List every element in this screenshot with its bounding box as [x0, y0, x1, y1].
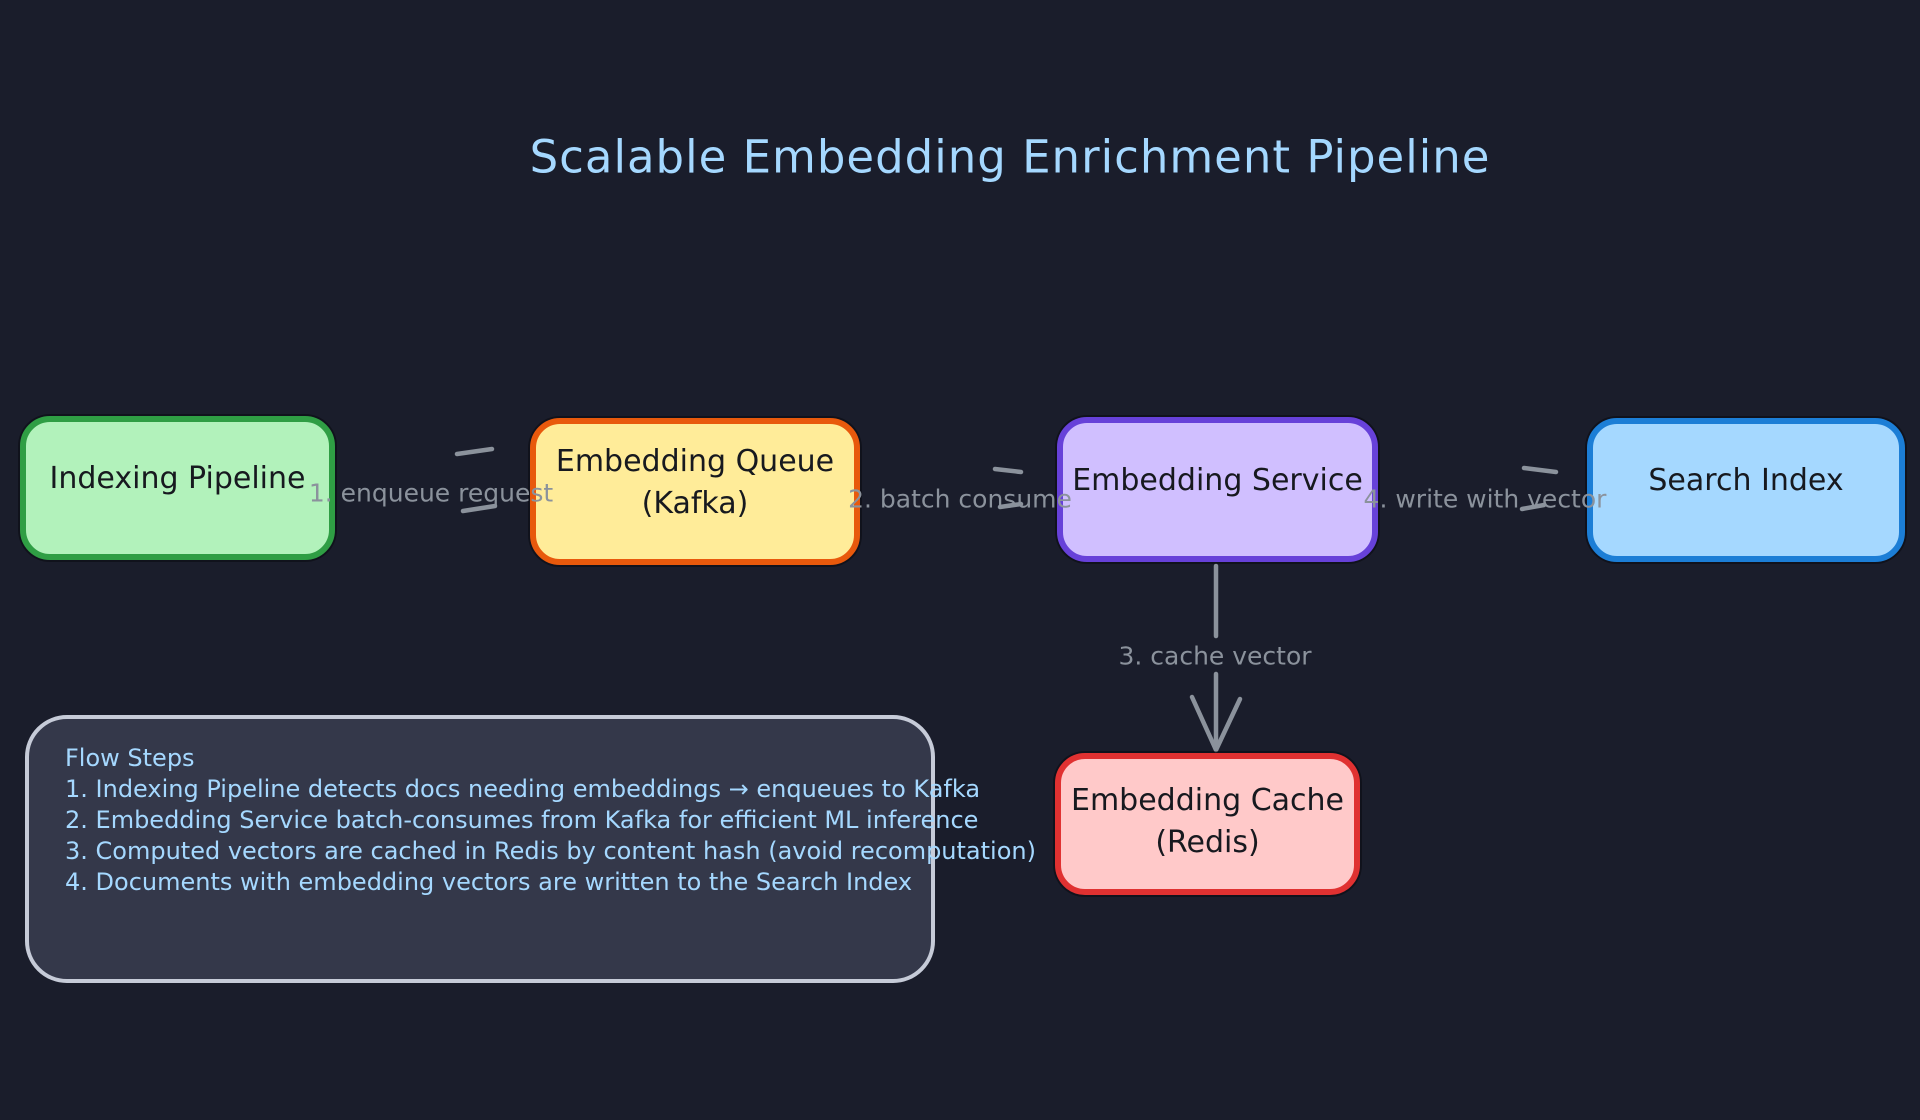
- flow-steps-heading: Flow Steps: [65, 744, 195, 772]
- node-indexing-pipeline: Indexing Pipeline: [20, 416, 335, 560]
- node-embedding-service: Embedding Service: [1057, 417, 1378, 562]
- node-sublabel: (Redis): [1155, 825, 1260, 860]
- flow-step-item: 4. Documents with embedding vectors are …: [65, 868, 913, 896]
- flow-step-item: 2. Embedding Service batch-consumes from…: [65, 806, 979, 834]
- flow-step-item: 1. Indexing Pipeline detects docs needin…: [65, 775, 981, 803]
- node-label: Embedding Queue: [555, 443, 835, 479]
- flow-step-item: 3. Computed vectors are cached in Redis …: [65, 837, 1036, 865]
- edge-label-write-with-vector: 4. write with vector: [1363, 484, 1607, 514]
- arrow-batch-consume: [992, 466, 1024, 510]
- node-label: Embedding Service: [1072, 462, 1363, 498]
- edge-label-enqueue-request: 1. enqueue request: [308, 478, 554, 508]
- arrow-enqueue-request: [454, 446, 498, 514]
- node-embedding-cache: Embedding Cache (Redis): [1055, 753, 1360, 895]
- diagram-title: Scalable Embedding Enrichment Pipeline: [529, 130, 1491, 184]
- node-embedding-queue: Embedding Queue (Kafka): [530, 418, 860, 565]
- edge-label-cache-vector: 3. cache vector: [1118, 641, 1312, 671]
- arrow-cache-vector: [1189, 563, 1243, 753]
- node-label: Search Index: [1648, 463, 1844, 498]
- flow-steps-panel: Flow Steps 1. Indexing Pipeline detects …: [25, 715, 1036, 983]
- node-label: Indexing Pipeline: [49, 461, 306, 496]
- node-sublabel: (Kafka): [641, 485, 749, 521]
- node-label: Embedding Cache: [1071, 783, 1344, 818]
- arrow-write-with-vector: [1519, 465, 1559, 512]
- edge-label-batch-consume: 2. batch consume: [848, 484, 1072, 514]
- node-search-index: Search Index: [1587, 418, 1905, 562]
